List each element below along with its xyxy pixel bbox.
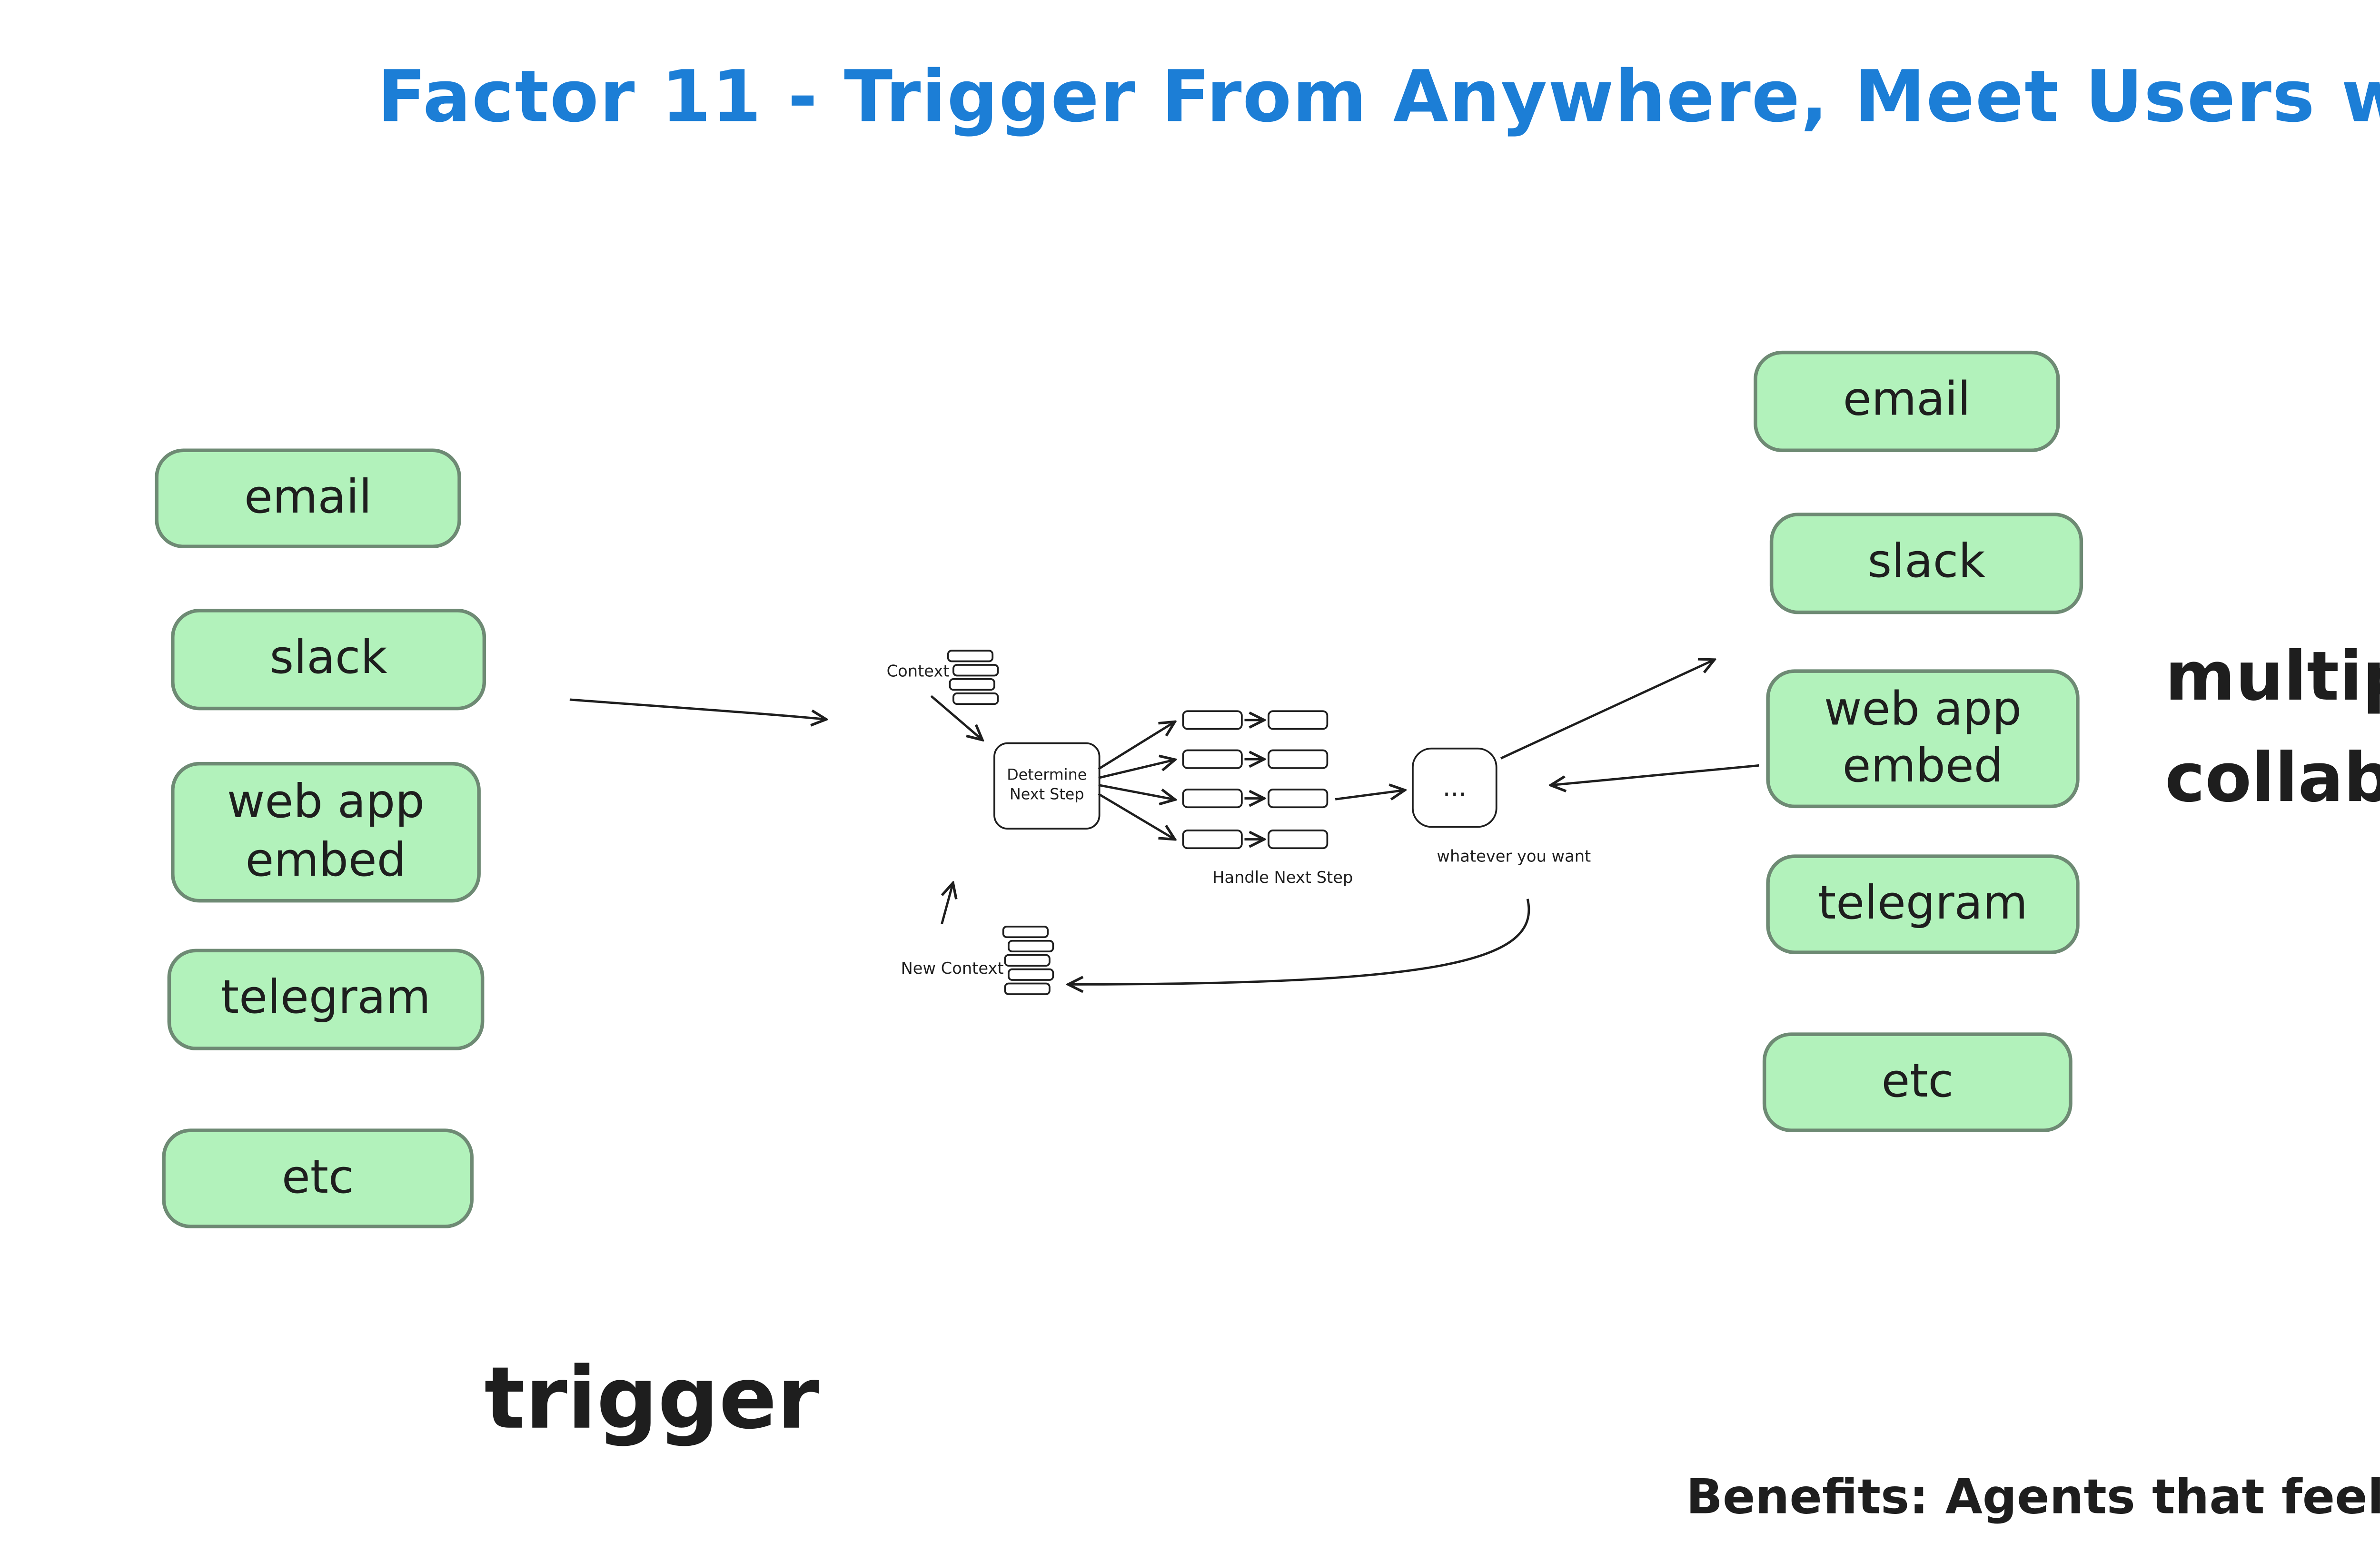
handle-step-box	[1182, 829, 1243, 850]
arrow-left-to-context	[569, 698, 824, 719]
new-context-stack-icon	[1002, 925, 1054, 994]
diagram-title: Factor 11 - Trigger From Anywhere, Meet …	[377, 57, 2380, 139]
arrow-fan-2	[1098, 760, 1173, 779]
left-box-etc: etc	[162, 1128, 474, 1228]
left-box-email: email	[155, 448, 461, 549]
handle-step-box	[1182, 710, 1243, 730]
benefits-label: Benefits: Agents that feel like coworker…	[1686, 1470, 2380, 1526]
right-box-slack: slack	[1769, 513, 2083, 614]
arrow-fan-1	[1098, 723, 1173, 770]
left-box-web-app-embed: web app embed	[171, 761, 481, 903]
loop-ellipsis-text: ...	[1442, 773, 1467, 802]
determine-next-step-text: Determine Next Step	[1007, 768, 1087, 804]
arrow-loop-to-right-boxes	[1500, 661, 1713, 760]
handle-step-box	[1182, 749, 1243, 769]
determine-next-step-box: Determine Next Step	[993, 742, 1101, 830]
arrow-fan-4	[1098, 793, 1173, 839]
handle-step-box	[1268, 829, 1329, 850]
right-box-email: email	[1754, 350, 2060, 453]
loop-ellipsis-box: ...	[1412, 747, 1497, 828]
left-box-telegram: telegram	[167, 949, 485, 1050]
left-box-slack: slack	[171, 609, 486, 711]
multiplayer-collaboration-label: multiplayer collaboration	[2165, 637, 2380, 817]
right-box-etc: etc	[1762, 1032, 2073, 1132]
handle-step-box	[1182, 788, 1243, 809]
new-context-label: New Context	[901, 961, 1004, 979]
whatever-you-want-label: whatever you want	[1437, 849, 1591, 867]
arrow-fan-3	[1098, 784, 1173, 799]
context-stack-icon	[947, 650, 999, 704]
context-label: Context	[886, 664, 950, 682]
arrow-right-boxes-to-loop	[1553, 764, 1759, 785]
right-box-web-app-embed: web app embed	[1766, 669, 2080, 809]
handle-next-step-label: Handle Next Step	[1212, 870, 1353, 889]
trigger-label: trigger	[484, 1349, 819, 1449]
handle-step-box	[1268, 788, 1329, 809]
arrow-newcontext-up	[941, 885, 952, 924]
handle-step-box	[1268, 710, 1329, 730]
arrow-loop-feedback	[1070, 899, 1530, 985]
right-box-telegram: telegram	[1766, 854, 2080, 954]
arrow-steps-to-loop	[1335, 791, 1403, 800]
handle-step-box	[1268, 749, 1329, 769]
